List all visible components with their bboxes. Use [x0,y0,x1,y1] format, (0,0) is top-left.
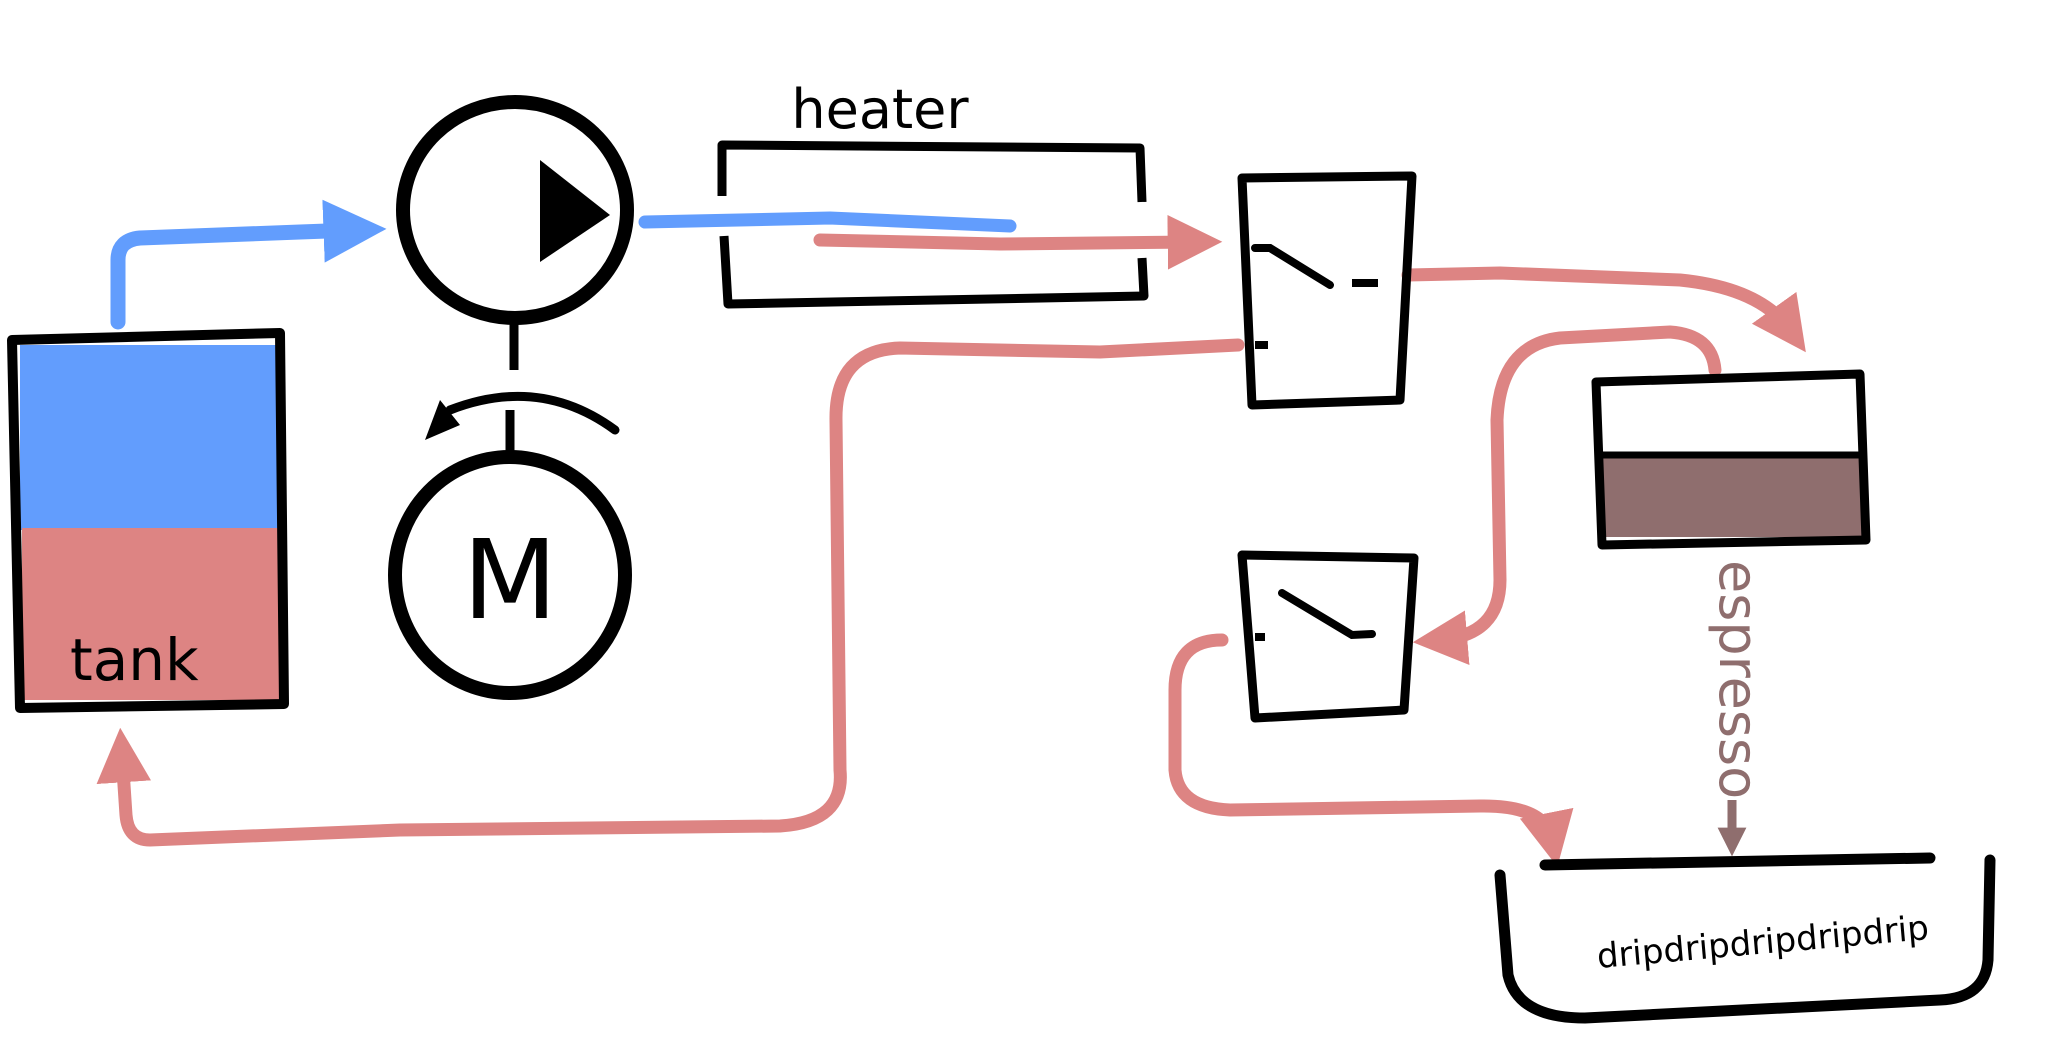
coffee-puck [1600,455,1864,537]
pipe-valve1-to-tank [96,338,1245,847]
valve-2-switch-icon [1278,589,1376,640]
pipe-valve1-to-portafilter [1401,266,1806,353]
pump-body [396,95,634,325]
pipe-tank-to-pump [110,199,387,330]
drip-tray: dripdripdripdripdrip [1494,852,1996,1024]
heater-label: heater [791,78,969,141]
tank-cold-water [20,345,278,530]
heater: heater [717,78,1149,309]
rotation-arrowhead [425,400,460,440]
motor: M [388,450,632,700]
valve-1 [1237,171,1417,410]
tank-label: tank [70,626,199,694]
portafilter-outline [1591,369,1871,550]
heater-outline-top [717,140,1147,203]
motor-body [388,450,632,700]
motor-label: M [463,516,558,644]
espresso-flow: espresso [1707,560,1770,857]
tank-hot-water [22,528,280,700]
pipe-pump-to-heater [638,211,1017,233]
valve-1-switch-icon [1251,244,1334,289]
drip-label: dripdripdripdripdrip [1595,908,1930,977]
rotation-arrow-icon [445,391,620,435]
pipes [96,199,1806,867]
drip-tray-outline [1494,854,1996,1024]
pipe-portafilter-to-valve2 [1412,325,1722,665]
pump-flow-direction-icon [540,160,610,262]
pipe-valve2-to-drip-tray [1168,633,1574,867]
portafilter [1591,369,1871,550]
tank: tank [7,328,289,713]
heater-outline-bottom [719,235,1149,309]
espresso-label: espresso [1707,560,1770,799]
valve-2 [1237,550,1419,723]
pump-motor-coupling [425,320,620,455]
pipe-heater-to-valve1 [813,214,1223,270]
valve-1-outline [1237,171,1417,410]
pump [396,95,634,325]
tank-outline [7,328,289,713]
drip-tray-grate [1539,852,1936,871]
valve-2-outline [1237,550,1419,723]
